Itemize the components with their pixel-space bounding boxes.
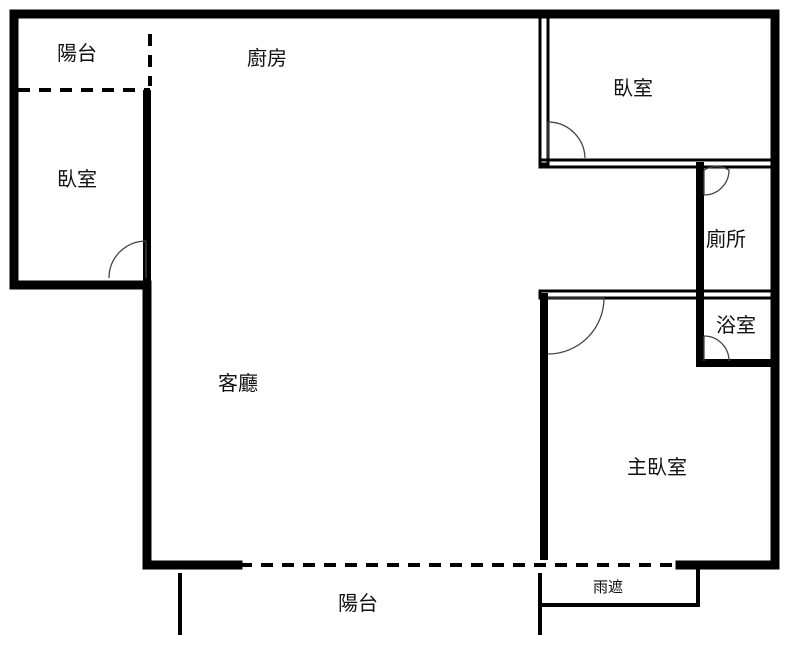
label-kitchen: 廚房 [247,46,287,70]
wall-top-right-outer [9,9,780,570]
door-bathroom [703,335,730,362]
label-toilet: 廁所 [706,227,746,251]
canopy-outline [540,569,700,607]
hatched-walls [538,14,775,302]
wall-bedroom-tr-left [538,14,550,166]
dashed-boundaries [18,34,680,567]
label-master-bedroom: 主臥室 [627,455,687,479]
label-living-room: 客廳 [218,371,258,395]
label-bedroom-left: 臥室 [57,167,97,191]
outdoor-lines [178,569,700,635]
wall-master-top [538,289,775,300]
doors [108,121,730,362]
interior-walls [143,90,775,560]
door-left-bedroom [108,240,147,279]
door-toilet [703,166,730,196]
label-balcony-bottom: 陽台 [338,591,378,615]
label-bedroom-top-right: 臥室 [613,76,653,100]
door-top-right-bedroom [547,121,586,159]
label-balcony-top: 陽台 [57,41,97,65]
label-bathroom: 浴室 [716,313,756,337]
door-master-bedroom [547,297,605,355]
wall-bedroom-tr-bottom [538,158,775,169]
wall-junction [696,298,704,302]
label-canopy: 雨遮 [593,578,624,596]
